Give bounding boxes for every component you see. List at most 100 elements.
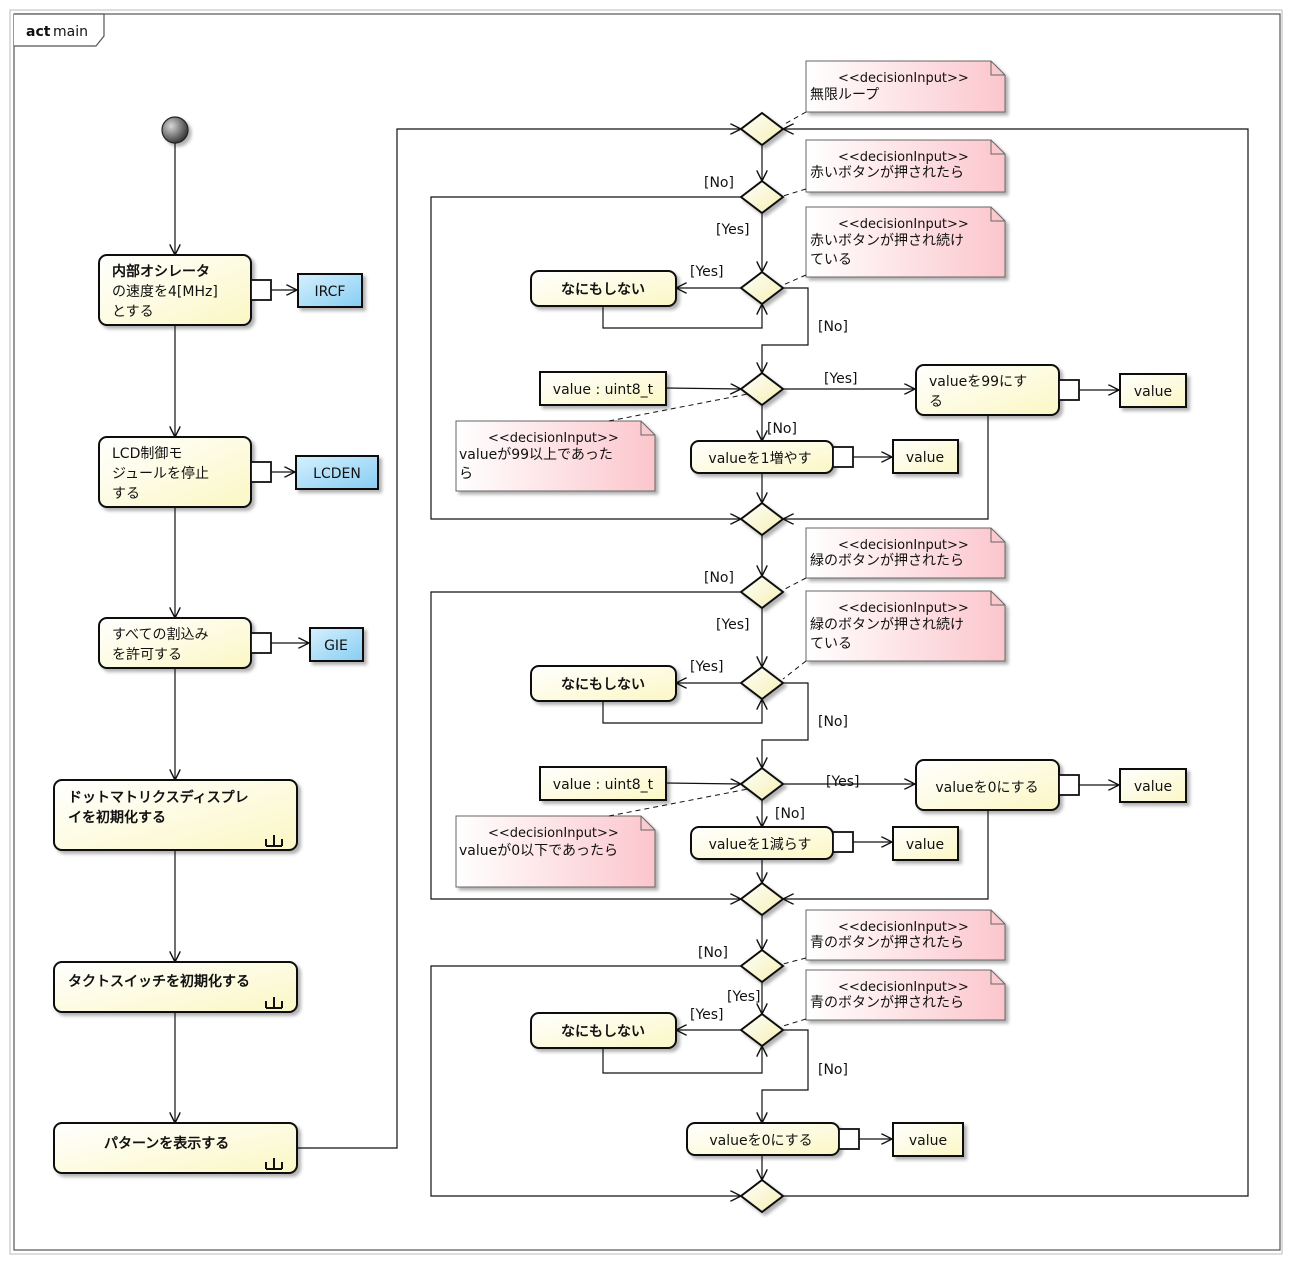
action-init-switch-line1: タクトスイッチを初期化する bbox=[68, 973, 250, 990]
object-ircf bbox=[297, 273, 363, 308]
note-stereotype: <<decisionInput>> bbox=[838, 980, 969, 995]
action-interrupts-line2: を許可する bbox=[112, 647, 182, 663]
action-oscillator-line2: の速度を4[MHz] bbox=[112, 284, 218, 300]
note-red-pressed: <<decisionInput>> 赤いボタンが押されたら bbox=[805, 139, 1006, 193]
object-gie bbox=[309, 627, 364, 662]
action-show-pattern-line1: パターンを表示する bbox=[104, 1135, 229, 1152]
note-stereotype: <<decisionInput>> bbox=[838, 217, 969, 232]
note-blue-held: <<decisionInput>> 青のボタンが押されたら bbox=[805, 969, 1006, 1021]
note-green-pressed: <<decisionInput>> 緑のボタンが押されたら bbox=[805, 527, 1006, 579]
note-green-held-line2: ている bbox=[810, 636, 852, 652]
note-red-ge99-line1: valueが99以上であった bbox=[459, 447, 613, 463]
initial-node bbox=[161, 116, 189, 144]
call-behavior-icon bbox=[265, 997, 283, 1009]
decision-green-pressed bbox=[739, 574, 785, 610]
merge-blue bbox=[739, 1178, 785, 1214]
object-value-output-label: value bbox=[1134, 779, 1172, 795]
note-green-pressed-text: 緑のボタンが押されたら bbox=[810, 553, 964, 569]
action-init-display-line2: イを初期化する bbox=[68, 809, 166, 826]
action-set-0-green-label: valueを0にする bbox=[935, 780, 1038, 796]
decision-red-held bbox=[739, 270, 785, 306]
action-set-99-line1: valueを99にす bbox=[929, 374, 1027, 390]
note-red-ge99-line2: ら bbox=[459, 466, 473, 482]
guard-no: [No] bbox=[704, 570, 734, 586]
note-red-held: <<decisionInput>> 赤いボタンが押され続け ている bbox=[805, 206, 1006, 278]
note-stereotype: <<decisionInput>> bbox=[488, 826, 619, 841]
note-blue-pressed-text: 青のボタンが押されたら bbox=[810, 935, 964, 951]
action-lcd-line1: LCD制御モ bbox=[112, 446, 182, 462]
action-green-nothing-label: なにもしない bbox=[561, 677, 645, 693]
object-value-input-label: value : uint8_t bbox=[553, 777, 654, 793]
guard-yes: [Yes] bbox=[690, 659, 724, 675]
frame-name: main bbox=[53, 24, 88, 40]
output-pin bbox=[250, 632, 272, 654]
object-value-output bbox=[1119, 768, 1187, 803]
guard-yes: [Yes] bbox=[690, 264, 724, 280]
object-value-output-label: value bbox=[1134, 384, 1172, 400]
call-behavior-icon bbox=[265, 835, 283, 847]
output-pin bbox=[250, 461, 272, 483]
output-pin bbox=[838, 1128, 860, 1150]
call-behavior-icon bbox=[265, 1158, 283, 1170]
object-value-input bbox=[539, 371, 667, 406]
action-set-0-blue-label: valueを0にする bbox=[709, 1133, 812, 1149]
output-pin bbox=[832, 446, 854, 468]
object-gie-label: GIE bbox=[324, 638, 348, 654]
object-value-input-label: value : uint8_t bbox=[553, 382, 654, 398]
object-value-output-label: value bbox=[906, 450, 944, 466]
loop-merge-node bbox=[739, 111, 785, 147]
note-red-held-line2: ている bbox=[810, 252, 852, 268]
guard-no: [No] bbox=[818, 714, 848, 730]
guard-yes: [Yes] bbox=[727, 989, 761, 1005]
outer-border bbox=[9, 9, 1283, 1255]
action-blue-nothing-label: なにもしない bbox=[561, 1024, 645, 1040]
note-stereotype: <<decisionInput>> bbox=[838, 71, 969, 86]
object-lcden-label: LCDEN bbox=[313, 466, 361, 482]
note-stereotype: <<decisionInput>> bbox=[838, 920, 969, 935]
note-green-held-line1: 緑のボタンが押され続け bbox=[810, 616, 964, 633]
note-stereotype: <<decisionInput>> bbox=[488, 431, 619, 446]
note-green-le0-text: valueが0以下であったら bbox=[459, 843, 618, 859]
output-pin bbox=[250, 279, 272, 301]
decision-blue-held bbox=[739, 1012, 785, 1048]
note-stereotype: <<decisionInput>> bbox=[838, 601, 969, 616]
decision-green-held bbox=[739, 665, 785, 701]
action-increment-label: valueを1増やす bbox=[708, 451, 811, 467]
guard-yes: [Yes] bbox=[690, 1007, 724, 1023]
object-value-output-label: value bbox=[906, 837, 944, 853]
note-red-held-line1: 赤いボタンが押され続け bbox=[810, 232, 964, 249]
merge-red bbox=[739, 501, 785, 537]
decision-green-le0 bbox=[739, 766, 785, 802]
note-loop: <<decisionInput>> 無限ループ bbox=[805, 60, 1006, 113]
action-oscillator-line1: 内部オシレータ bbox=[112, 263, 210, 280]
note-stereotype: <<decisionInput>> bbox=[838, 538, 969, 553]
action-init-display-line1: ドットマトリクスディスプレ bbox=[68, 789, 249, 806]
note-loop-text: 無限ループ bbox=[810, 87, 879, 103]
guard-yes: [Yes] bbox=[716, 617, 750, 633]
frame-tab bbox=[14, 13, 105, 47]
guard-no: [No] bbox=[818, 1062, 848, 1078]
note-red-ge99: <<decisionInput>> valueが99以上であった ら bbox=[455, 420, 656, 492]
guard-no: [No] bbox=[704, 175, 734, 191]
object-value-output-label: value bbox=[909, 1133, 947, 1149]
action-red-nothing-label: なにもしない bbox=[561, 282, 645, 298]
object-lcden bbox=[295, 455, 379, 490]
output-pin bbox=[1058, 379, 1080, 401]
action-lcd-line2: ジュールを停止 bbox=[112, 465, 209, 482]
note-green-held: <<decisionInput>> 緑のボタンが押され続け ている bbox=[805, 590, 1006, 662]
merge-green bbox=[739, 881, 785, 917]
note-blue-pressed: <<decisionInput>> 青のボタンが押されたら bbox=[805, 909, 1006, 961]
note-red-pressed-text: 赤いボタンが押されたら bbox=[810, 165, 964, 181]
guard-no: [No] bbox=[818, 319, 848, 335]
output-pin bbox=[1058, 774, 1080, 796]
note-stereotype: <<decisionInput>> bbox=[838, 150, 969, 165]
guard-yes: [Yes] bbox=[826, 774, 860, 790]
object-value-output bbox=[892, 826, 959, 861]
output-pin bbox=[832, 831, 854, 853]
decision-red-ge99 bbox=[739, 371, 785, 407]
action-set-99-line2: る bbox=[929, 394, 943, 410]
action-interrupts-line1: すべての割込み bbox=[112, 626, 208, 643]
note-green-le0: <<decisionInput>> valueが0以下であったら bbox=[455, 815, 656, 888]
guard-no: [No] bbox=[775, 806, 805, 822]
